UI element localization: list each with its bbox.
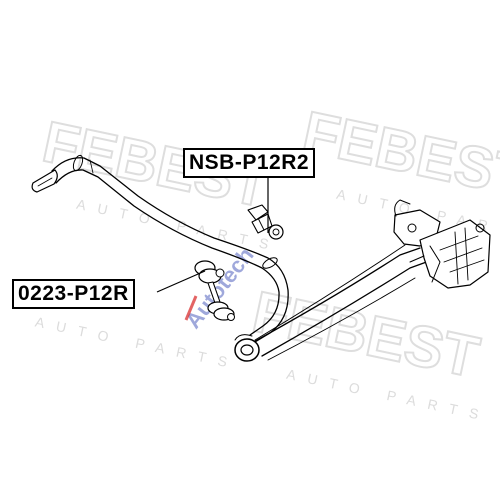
stabilizer-link <box>194 260 235 321</box>
stabilizer-bar <box>31 154 289 343</box>
watermark-brand-text: FEBEST <box>297 99 500 210</box>
part-label-0223: 0223-P12R <box>12 279 135 309</box>
leader-lines <box>156 176 269 293</box>
watermark-tagline-text: AUTO PARTS <box>34 314 241 373</box>
part-label-nsb: NSB-P12R2 <box>183 148 316 178</box>
bar-end-eye <box>31 169 58 193</box>
leader-0223 <box>156 270 206 293</box>
bushing-nsb <box>247 204 284 240</box>
trailing-arm <box>234 199 491 362</box>
watermark-bottom-right: FEBEST AUTO PARTS <box>246 278 491 425</box>
bar-lower-line <box>55 169 280 336</box>
bar-collar <box>72 154 84 172</box>
arm-front-bushing <box>234 338 260 362</box>
watermark-bottom-left: AUTO PARTS <box>34 314 241 373</box>
bar-collar <box>262 257 278 269</box>
bar-upper-line <box>51 157 289 343</box>
site-watermark-swoosh <box>184 295 198 321</box>
